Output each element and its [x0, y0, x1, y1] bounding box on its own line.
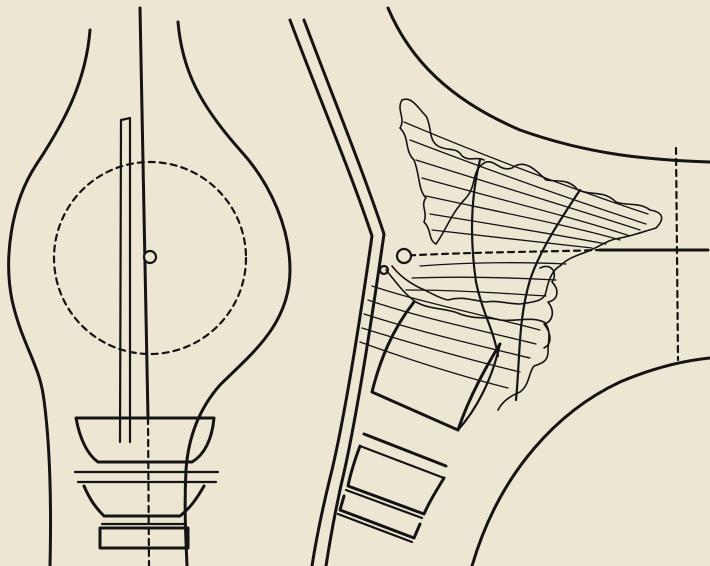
central-axis-line: [140, 8, 148, 418]
right-lower-curve: [472, 358, 710, 566]
fan-crossing-curve-1: [472, 160, 498, 356]
base-foot: [100, 528, 188, 548]
fan-ruffled-outline: [392, 100, 662, 304]
wall-line-outer: [290, 20, 372, 566]
collar-ring: [346, 490, 422, 518]
collar-band-2: [360, 446, 444, 478]
pivot-ring: [144, 251, 156, 263]
left-diagram: [9, 8, 290, 566]
right-upper-curve: [388, 8, 710, 162]
vertical-dashed-marker: [676, 148, 678, 360]
axis-knob-large: [397, 249, 411, 263]
lower-band-striations: [360, 286, 540, 388]
narrow-rod: [120, 118, 130, 442]
wall-line-inner: [304, 20, 384, 566]
right-axis-dashed: [398, 250, 600, 256]
left-outline-left-curve: [9, 30, 90, 566]
right-base-bottom: [338, 514, 412, 542]
axis-dashed-extension: [148, 418, 149, 566]
right-diagram: [290, 8, 710, 566]
fan-left-rim: [402, 99, 484, 160]
fan-crossing-curve-2: [516, 190, 580, 400]
cup-outline: [76, 418, 214, 462]
collar-neck: [348, 446, 444, 514]
collar-band-1: [364, 434, 446, 466]
left-outline-right-curve: [178, 22, 290, 566]
cup-body: [372, 302, 500, 430]
